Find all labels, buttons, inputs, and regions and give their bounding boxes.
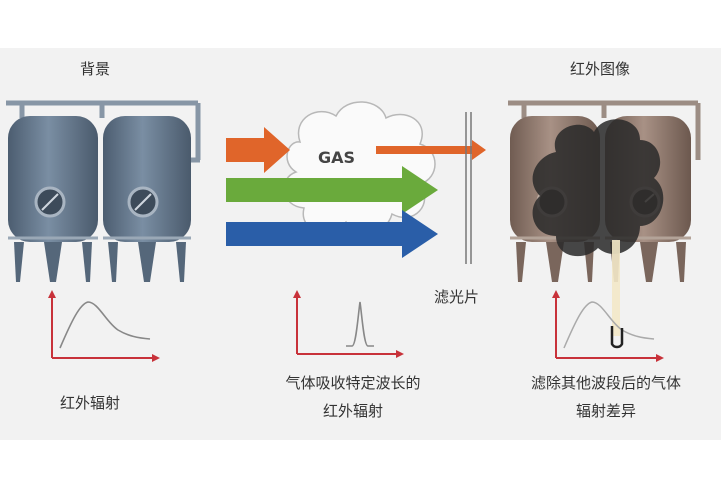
absorption-peak-curve xyxy=(346,301,374,347)
filter-plate xyxy=(465,112,472,264)
middle-spectrum-graph xyxy=(293,290,404,358)
orange-arrow xyxy=(226,127,290,173)
gas-cloud xyxy=(283,101,436,235)
right-spectrum-graph xyxy=(552,290,664,362)
label-ir-radiation: 红外辐射 xyxy=(60,394,121,412)
label-filtered-diff-line2: 辐射差异 xyxy=(575,402,636,420)
ir-arrows xyxy=(226,127,486,258)
label-filtered-diff-line1: 滤除其他波段后的气体 xyxy=(530,374,681,392)
tank-left-1 xyxy=(8,116,98,282)
orange-arrow-exit xyxy=(376,140,486,160)
difference-notch xyxy=(610,326,624,349)
label-ir-image: 红外图像 xyxy=(570,60,631,78)
label-background: 背景 xyxy=(80,60,111,78)
blue-arrow xyxy=(226,210,438,258)
label-gas-absorption-line1: 气体吸收特定波长的 xyxy=(285,374,421,392)
dark-gas-plume xyxy=(532,119,664,257)
background-tanks xyxy=(6,100,201,282)
pipe-frame xyxy=(6,100,201,163)
broad-spectrum-curve-right xyxy=(563,301,655,349)
broad-spectrum-curve xyxy=(59,301,151,349)
label-gas-absorption-line2: 红外辐射 xyxy=(322,402,383,420)
green-arrow xyxy=(226,166,438,214)
label-gas: GAS xyxy=(318,148,356,167)
left-spectrum-graph xyxy=(48,290,160,362)
tank-left-2 xyxy=(103,116,191,282)
label-filter: 滤光片 xyxy=(434,288,480,306)
ir-image-tanks xyxy=(508,100,701,336)
